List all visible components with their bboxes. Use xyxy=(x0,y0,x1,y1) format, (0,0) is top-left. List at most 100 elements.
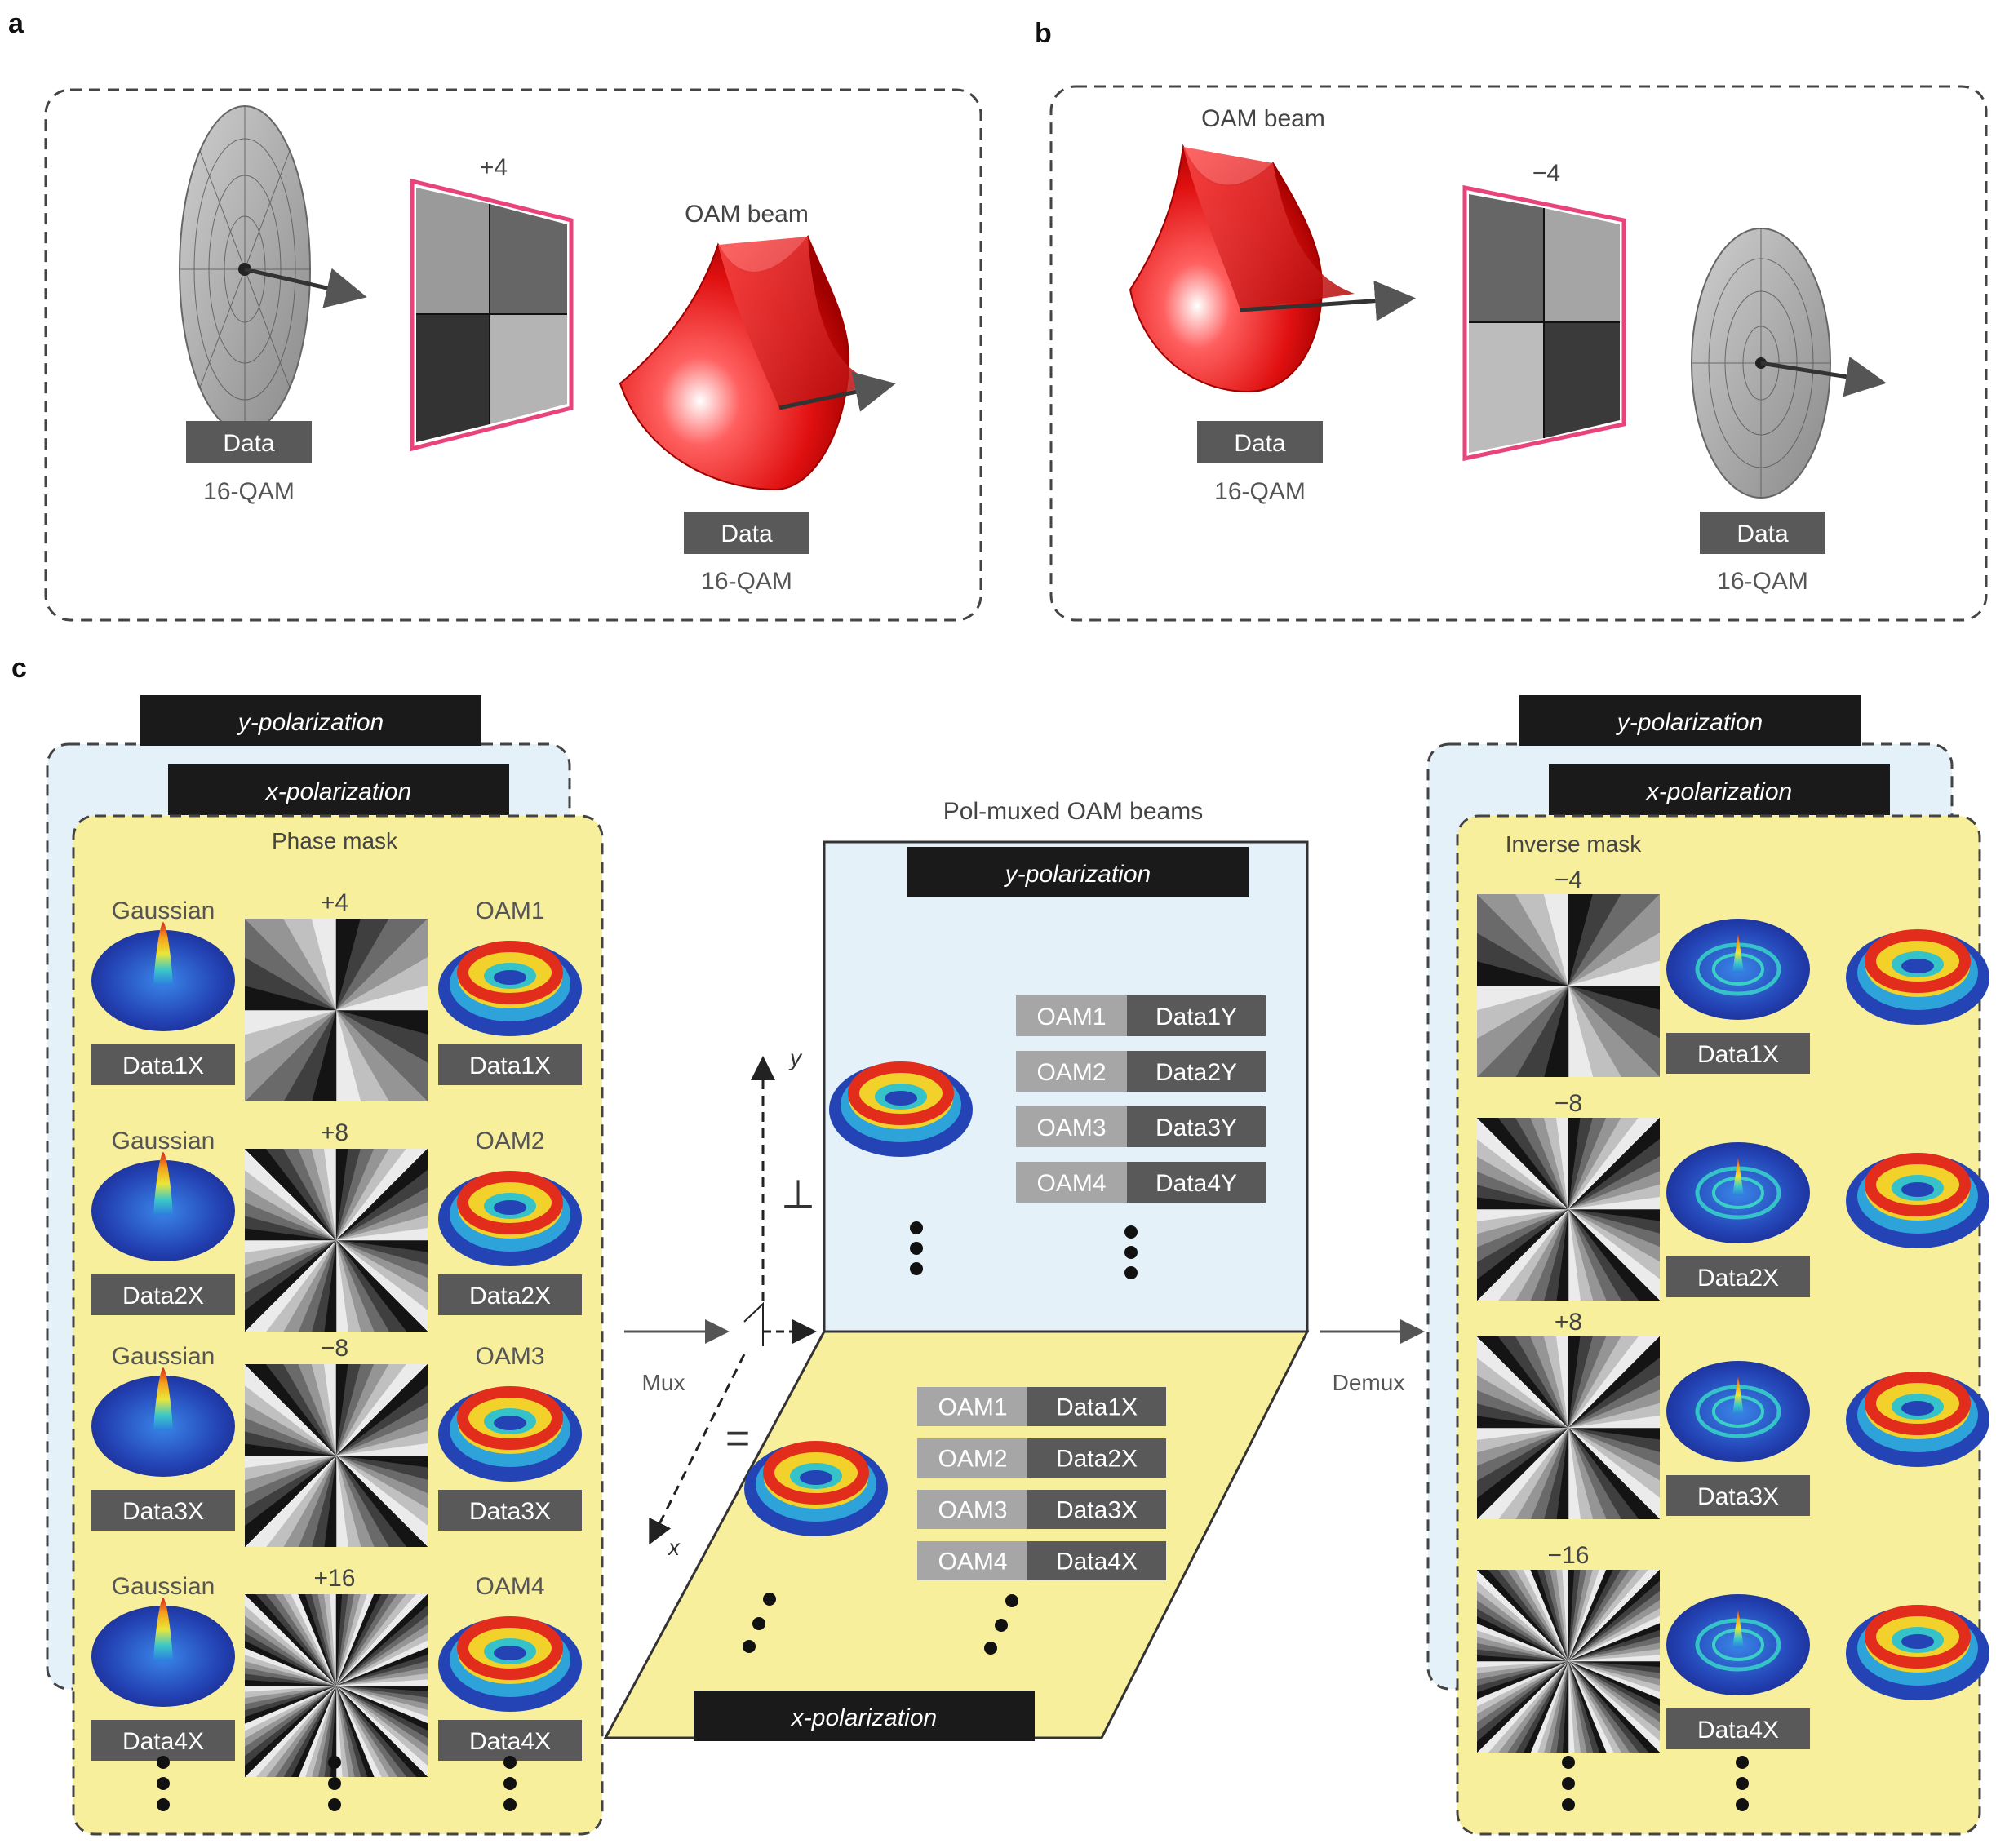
x-pol-plane xyxy=(603,1330,1310,1739)
data-label: Data xyxy=(1737,521,1789,547)
ellipsis-dots xyxy=(157,1756,170,1811)
oam-beam-label: OAM beam xyxy=(1201,105,1325,132)
mask-value: +8 xyxy=(321,1119,348,1146)
x-pol-header-box xyxy=(168,764,509,815)
modulation-label: 16-QAM xyxy=(701,568,792,595)
parallel-symbol: = xyxy=(725,1415,750,1462)
data-output-label-text: Data3X xyxy=(1697,1483,1779,1510)
mask-value: +16 xyxy=(314,1565,356,1592)
gaussian-beam-icon xyxy=(91,1598,235,1707)
demux-label: Demux xyxy=(1333,1370,1405,1395)
ellipsis-dots xyxy=(1736,1756,1749,1811)
panel-b: OAM beam Data 16-QAM −4 xyxy=(1049,85,1988,622)
beam-table-row: OAM2 Data2Y xyxy=(1016,1051,1266,1092)
data-label-box xyxy=(1700,512,1825,554)
recovered-beam-icon xyxy=(1846,929,1989,1025)
residual-beam-icon xyxy=(1666,1361,1810,1462)
data-tag-text: Data1X xyxy=(1056,1394,1138,1421)
beam-arrow xyxy=(778,371,896,412)
data-output-label-text: Data1X xyxy=(1697,1041,1779,1068)
oam-tag-text: OAM3 xyxy=(938,1497,1007,1524)
data-output-label-box xyxy=(1666,1033,1810,1074)
data-output-label: Data3X xyxy=(1666,1475,1810,1516)
panel-letter-a: a xyxy=(8,8,24,39)
x-pol-plane-header: x-polarization xyxy=(790,1704,937,1731)
data-tag-box xyxy=(1027,1541,1166,1580)
data-output-label: Data2X xyxy=(438,1274,582,1315)
inverse-mask-icon xyxy=(1462,184,1626,462)
ellipsis-dots xyxy=(1562,1756,1575,1811)
middle-muxed-beams: Pol-muxed OAM beams y-polarization x-pol… xyxy=(603,798,1425,1741)
panel-a: Data 16-QAM +4 OAM beam Data 16-QAM xyxy=(44,88,982,622)
oam-tag-text: OAM1 xyxy=(938,1394,1007,1421)
oam-tag-text: OAM4 xyxy=(938,1549,1007,1575)
panel-a-frame xyxy=(44,88,982,622)
data-input-label: Data3X xyxy=(91,1490,235,1531)
mask-value: −4 xyxy=(1555,866,1582,893)
mask-value: −8 xyxy=(1555,1090,1582,1117)
data-tag-box xyxy=(1127,1162,1266,1203)
data-input-label-text: Data3X xyxy=(122,1498,204,1525)
modulation-label: 16-QAM xyxy=(203,478,295,505)
panel-letter-b: b xyxy=(1035,18,1052,49)
oam-tag: OAM1 xyxy=(1016,995,1127,1036)
x-axis xyxy=(649,1354,746,1545)
data-input-label-text: Data4X xyxy=(122,1728,204,1755)
oam-beam-icon xyxy=(1129,144,1355,393)
data-label: Data xyxy=(721,521,773,547)
recovered-beam-icon xyxy=(1846,1153,1989,1248)
oam-tag: OAM2 xyxy=(1016,1051,1127,1092)
data-tag-box xyxy=(1027,1438,1166,1478)
data-tag: Data4Y xyxy=(1127,1162,1266,1203)
data-output-label-text: Data2X xyxy=(469,1283,551,1310)
gaussian-beam-icon xyxy=(91,922,235,1031)
oam-tag-box xyxy=(917,1490,1028,1529)
data-input-label-text: Data1X xyxy=(122,1053,204,1079)
phase-mask-pattern-icon xyxy=(245,1149,428,1332)
data-output-label: Data1X xyxy=(1666,1033,1810,1074)
y-pol-plane-header: y-polarization xyxy=(1004,861,1151,888)
ellipsis-dots xyxy=(503,1756,517,1811)
data-tag: Data1Y xyxy=(1127,995,1266,1036)
gaussian-beam-icon xyxy=(91,1152,235,1261)
x-axis-label: x xyxy=(667,1535,681,1560)
oam-beam-icon xyxy=(619,234,881,491)
y-pol-header-box xyxy=(140,695,481,746)
data-output-label-text: Data1X xyxy=(469,1053,551,1079)
residual-beam-icon xyxy=(1666,919,1810,1020)
data-tag: Data1X xyxy=(1027,1387,1166,1426)
x-pol-header: x-polarization xyxy=(1645,778,1792,805)
data-output-label-box xyxy=(438,1044,582,1085)
data-output-label: Data4X xyxy=(1666,1708,1810,1749)
pol-muxed-title: Pol-muxed OAM beams xyxy=(943,798,1203,825)
x-pol-header: x-polarization xyxy=(264,778,411,805)
beam-arrow xyxy=(244,267,367,308)
data-tag-text: Data2Y xyxy=(1155,1059,1237,1086)
data-tag-box xyxy=(1127,1106,1266,1147)
data-output-label: Data1X xyxy=(438,1044,582,1085)
data-output-label-box xyxy=(438,1490,582,1531)
mask-value: +4 xyxy=(480,154,508,181)
data-tag-box xyxy=(1127,1051,1266,1092)
x-pol-plane-header-box xyxy=(694,1691,1035,1741)
gaussian-label: Gaussian xyxy=(112,1128,215,1154)
oam-tag: OAM1 xyxy=(917,1387,1028,1426)
modulation-label: 16-QAM xyxy=(1717,568,1808,595)
data-tag-box xyxy=(1027,1387,1166,1426)
residual-beam-icon xyxy=(1666,1594,1810,1695)
mask-value: −4 xyxy=(1532,160,1560,187)
data-input-label: Data2X xyxy=(91,1274,235,1315)
oam-beam-profile-icon xyxy=(438,1171,582,1266)
data-label: Data xyxy=(223,430,275,457)
oam-beam-profile-icon xyxy=(438,1386,582,1482)
data-output-label-box xyxy=(1666,1708,1810,1749)
data-output-label-text: Data4X xyxy=(469,1728,551,1755)
phase-mask-pattern-icon xyxy=(1477,1118,1660,1301)
